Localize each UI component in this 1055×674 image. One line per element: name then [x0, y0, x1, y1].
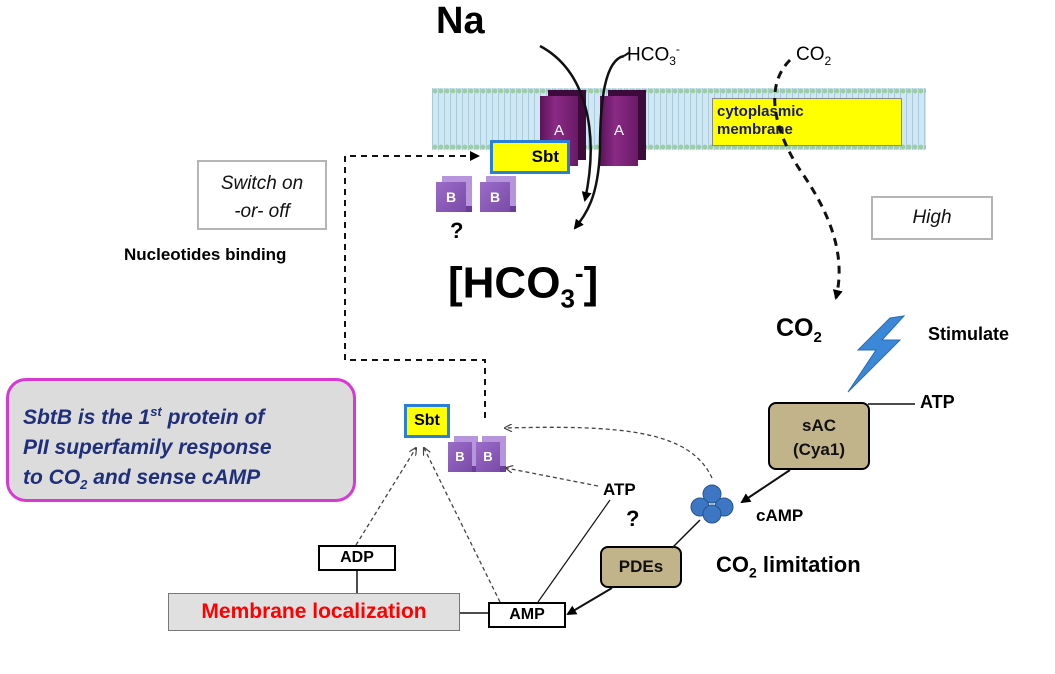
switch-line2: -or- off — [234, 201, 290, 222]
subunit-b-top-left: B — [436, 182, 466, 212]
co2-limitation-label: CO2 limitation — [716, 552, 861, 581]
atp-amp-line — [537, 499, 611, 603]
sbt-lower-box: Sbt — [404, 404, 450, 438]
switch-on-off-box: Switch on -or- off — [197, 160, 327, 230]
info-box: SbtB is the 1st protein of PII superfami… — [6, 378, 356, 502]
subunit-b-top-right: B — [480, 182, 510, 212]
co2-diffusion-arrow — [773, 58, 843, 300]
sac-cya1-box: sAC (Cya1) — [768, 402, 870, 470]
atp-lower-label: ATP — [603, 480, 636, 499]
amp-box: AMP — [488, 602, 566, 628]
lightning-icon — [847, 315, 906, 393]
bicarbonate-in-label: HCO3- — [627, 42, 680, 69]
bicarbonate-leader — [623, 51, 631, 57]
sodium-flow-arrow — [539, 44, 592, 202]
camp-pdes-line — [671, 519, 701, 549]
info-line1: SbtB is the 1st protein of — [23, 404, 265, 429]
sac-camp-arrow — [740, 469, 791, 504]
adp-box: ADP — [318, 545, 396, 571]
stimulate-label: Stimulate — [928, 324, 1010, 344]
camp-sbtb-arrow — [505, 427, 713, 479]
pdes-amp-arrow — [566, 587, 613, 616]
switch-feedback-arrow — [344, 151, 486, 418]
nucleotides-binding-label: Nucleotides binding — [124, 245, 287, 264]
membrane-localization-box: Membrane localization — [168, 593, 460, 631]
adp-sbt-arrow — [355, 448, 416, 546]
subunit-b-lower-right: B — [476, 442, 500, 472]
question-mark-lower: ? — [626, 506, 640, 531]
membrane-label-line1: cytoplasmic — [717, 103, 804, 120]
atp-sbtb-arrow — [506, 468, 599, 487]
co2-right-label: CO2 — [776, 314, 822, 346]
co2-top-label: CO2 — [796, 44, 832, 68]
sac-line1: sAC — [801, 416, 836, 435]
amp-sbt-arrow — [424, 448, 501, 603]
high-box: High — [871, 196, 993, 240]
subunit-b-lower-left: B — [448, 442, 472, 472]
sodium-label: Na — [436, 0, 485, 42]
bicarbonate-flow-arrow — [573, 54, 625, 230]
sac-line2: (Cya1) — [793, 440, 845, 459]
subunit-a-right: A — [600, 96, 638, 166]
camp-icon — [690, 484, 734, 524]
pdes-box: PDEs — [600, 546, 682, 588]
info-line3: to CO2 and sense cAMP — [23, 466, 261, 493]
info-line2: PII superfamily response — [23, 436, 272, 459]
camp-label: cAMP — [756, 506, 804, 525]
switch-line1: Switch on — [220, 173, 304, 194]
question-mark-top: ? — [450, 218, 464, 243]
atp-right-label: ATP — [920, 392, 955, 412]
membrane-label: cytoplasmic membrane — [712, 98, 902, 146]
membrane-label-line2: membrane — [717, 121, 793, 138]
sbt-membrane-box: Sbt — [490, 140, 570, 174]
bicarbonate-concentration: [HCO3-] — [448, 258, 599, 314]
